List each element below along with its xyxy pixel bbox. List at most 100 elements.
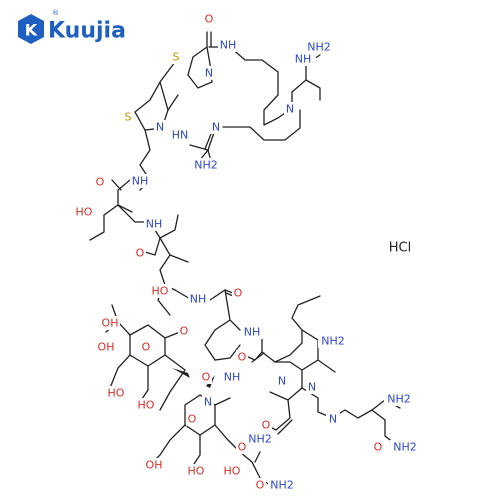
svg-text:N: N [278, 375, 286, 388]
atom-o-link: O [178, 324, 190, 338]
atom-nh2-chain: NH2 [384, 392, 414, 406]
atom-nh2-amide6: NH2 [390, 440, 420, 454]
counterion-label: HCl [389, 241, 411, 256]
atom-n-pyr2: N [306, 380, 318, 394]
atom-nh2-amide5: NH2 [246, 432, 274, 446]
svg-text:O: O [142, 341, 151, 354]
atom-o-amide1: O [94, 175, 106, 189]
atom-nh2-g2: NH2 [192, 158, 220, 172]
svg-text:HN: HN [172, 129, 189, 142]
atom-nh-amide4: NH [242, 325, 264, 339]
svg-text:O: O [374, 441, 383, 454]
svg-text:NH2: NH2 [194, 159, 218, 172]
atom-o-amide4: O [236, 350, 248, 364]
svg-text:O: O [205, 13, 214, 26]
atom-oh-3: OH [144, 458, 166, 472]
atom-nh2-g1: NH2 [305, 40, 333, 54]
atom-o-carb2: O [254, 478, 266, 492]
svg-text:O: O [188, 413, 197, 426]
atom-nh-chain: N [326, 412, 340, 426]
atom-o-bridge: O [200, 370, 212, 384]
svg-text:NH2: NH2 [270, 479, 294, 492]
svg-text:NH: NH [220, 39, 237, 52]
svg-text:HO: HO [188, 465, 205, 478]
svg-text:NH: NH [224, 371, 241, 384]
atom-hn-g2: HN [168, 128, 190, 142]
atom-o-carb: O [236, 440, 248, 454]
svg-text:O: O [234, 287, 243, 300]
logo-mark-icon: K [25, 21, 38, 40]
stereo-wedge [172, 368, 190, 378]
svg-text:NH2: NH2 [321, 335, 345, 348]
atom-ho-6: HO [220, 464, 242, 478]
atom-ho-5: HO [184, 464, 206, 478]
atom-o-amide6: O [372, 440, 384, 454]
atom-n1: N [203, 66, 215, 80]
svg-text:S: S [125, 111, 132, 124]
atom-nh-amide3: NH [188, 292, 210, 306]
svg-text:NH: NH [244, 326, 261, 339]
svg-text:HO: HO [138, 399, 155, 412]
svg-text:N: N [212, 121, 220, 134]
svg-text:NH: NH [146, 218, 163, 231]
logo-registered-mark: ® [52, 9, 59, 17]
atom-o-ring1: O [140, 340, 152, 354]
atom-s2: S [122, 110, 134, 124]
svg-text:NH: NH [132, 175, 149, 188]
svg-text:O: O [96, 176, 105, 189]
svg-text:O: O [202, 371, 211, 384]
atom-n-im: N [202, 395, 214, 409]
svg-text:N: N [204, 396, 212, 409]
atom-nh2-carb: NH2 [268, 478, 296, 492]
svg-text:N: N [329, 413, 337, 426]
atom-nh-amide2: NH [144, 217, 166, 231]
atom-ho-1: HO [74, 205, 96, 219]
svg-text:O: O [256, 479, 265, 492]
svg-text:N: N [156, 121, 164, 134]
svg-text:OH: OH [146, 459, 163, 472]
atom-nh-top: NH [218, 38, 238, 52]
svg-text:O: O [262, 419, 271, 432]
svg-text:NH2: NH2 [393, 441, 417, 454]
atom-n2: N [154, 120, 166, 134]
atom-nh-amide1: NH [130, 174, 152, 188]
atom-ho-4: HO [136, 398, 158, 412]
svg-text:O: O [180, 325, 189, 338]
svg-text:N: N [286, 103, 294, 116]
logo-hexagon-icon [18, 14, 44, 44]
atom-ho-3: HO [106, 386, 128, 400]
atom-o-ring2: O [186, 412, 198, 426]
atom-o-amide2: O [134, 246, 146, 260]
atom-oh-1: OH [98, 316, 120, 330]
kuujia-logo: K Kuujia ® [18, 9, 126, 44]
svg-text:NH2: NH2 [387, 393, 411, 406]
svg-text:N: N [308, 381, 316, 394]
svg-text:NH: NH [190, 293, 207, 306]
logo-text: Kuujia [48, 19, 126, 44]
svg-text:N: N [205, 67, 213, 80]
svg-text:NH2: NH2 [307, 41, 331, 54]
atom-nh2-pyr: NH2 [318, 334, 348, 348]
svg-text:HO: HO [152, 285, 169, 298]
svg-text:HO: HO [108, 387, 125, 400]
atom-o-top: O [202, 12, 216, 26]
atom-n-g1: N [284, 102, 296, 116]
svg-text:NH: NH [295, 53, 312, 66]
atom-oh-2: OH [96, 340, 118, 354]
atom-o-amide3: O [232, 286, 244, 300]
svg-text:OH: OH [98, 341, 115, 354]
svg-text:O: O [238, 351, 247, 364]
atom-nh-g1: NH [294, 52, 316, 66]
atom-nh-im: NH [222, 370, 244, 384]
atom-o-amide5: O [260, 418, 272, 432]
svg-text:OH: OH [102, 317, 119, 330]
atom-ho-2: HO [150, 284, 172, 298]
svg-text:O: O [136, 247, 145, 260]
atom-s1: S [170, 50, 182, 64]
svg-text:O: O [238, 441, 247, 454]
atom-labels: O NH S N NH2 NH N S N N HN NH2 NH O HO N… [74, 12, 420, 492]
svg-text:HO: HO [76, 206, 93, 219]
atom-n-pyr1: N [276, 374, 288, 388]
